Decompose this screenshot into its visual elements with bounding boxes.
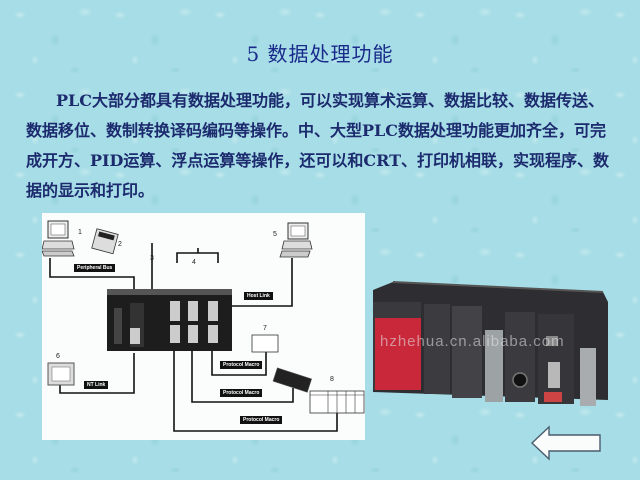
slide-paragraph: PLC大部分都具有数据处理功能，可以实现算术运算、数据比较、数据传送、数据移位、… <box>26 86 616 206</box>
protocol-macro-label-1: Protocol Macro <box>220 361 263 369</box>
host-link-label: Host Link <box>244 292 273 300</box>
label-num-4: 4 <box>192 259 196 266</box>
diagram-drawing <box>42 220 365 432</box>
photo-watermark: hzhehua.cn.alibaba.com <box>380 333 565 350</box>
slide-title: 5 数据处理功能 <box>246 42 394 66</box>
interface-card-icon <box>272 367 312 393</box>
device-7-box <box>251 334 279 353</box>
programmer-2-icon <box>91 228 119 255</box>
plc-hardware-icon <box>373 281 608 406</box>
left-arrow-icon <box>530 425 601 461</box>
device-8-box <box>309 390 365 414</box>
label-num-8: 8 <box>330 376 334 383</box>
protocol-macro-label-2: Protocol Macro <box>220 389 263 397</box>
label-num-2: 2 <box>118 241 122 248</box>
label-num-6: 6 <box>56 353 60 360</box>
label-num-1: 1 <box>78 229 82 236</box>
computer-1-icon <box>42 220 75 257</box>
paragraph-text: PLC大部分都具有数据处理功能，可以实现算术运算、数据比较、数据传送、数据移位、… <box>26 91 610 200</box>
label-num-5: 5 <box>273 231 277 238</box>
peripheral-bus-label: Peripheral Bus <box>74 264 116 272</box>
computer-5-icon <box>279 222 313 258</box>
label-num-7: 7 <box>263 325 267 332</box>
label-num-3: 3 <box>150 255 154 262</box>
plc-rack-icon <box>107 289 232 351</box>
back-button[interactable] <box>530 425 602 461</box>
nt-link-label: NT Link <box>84 381 109 389</box>
touch-panel-6-icon <box>47 362 75 386</box>
protocol-macro-label-3: Protocol Macro <box>240 416 283 424</box>
plc-product-photo <box>368 272 613 412</box>
plc-network-diagram: 1 2 3 4 5 6 7 8 Peripheral Bus Host Link… <box>42 213 365 440</box>
